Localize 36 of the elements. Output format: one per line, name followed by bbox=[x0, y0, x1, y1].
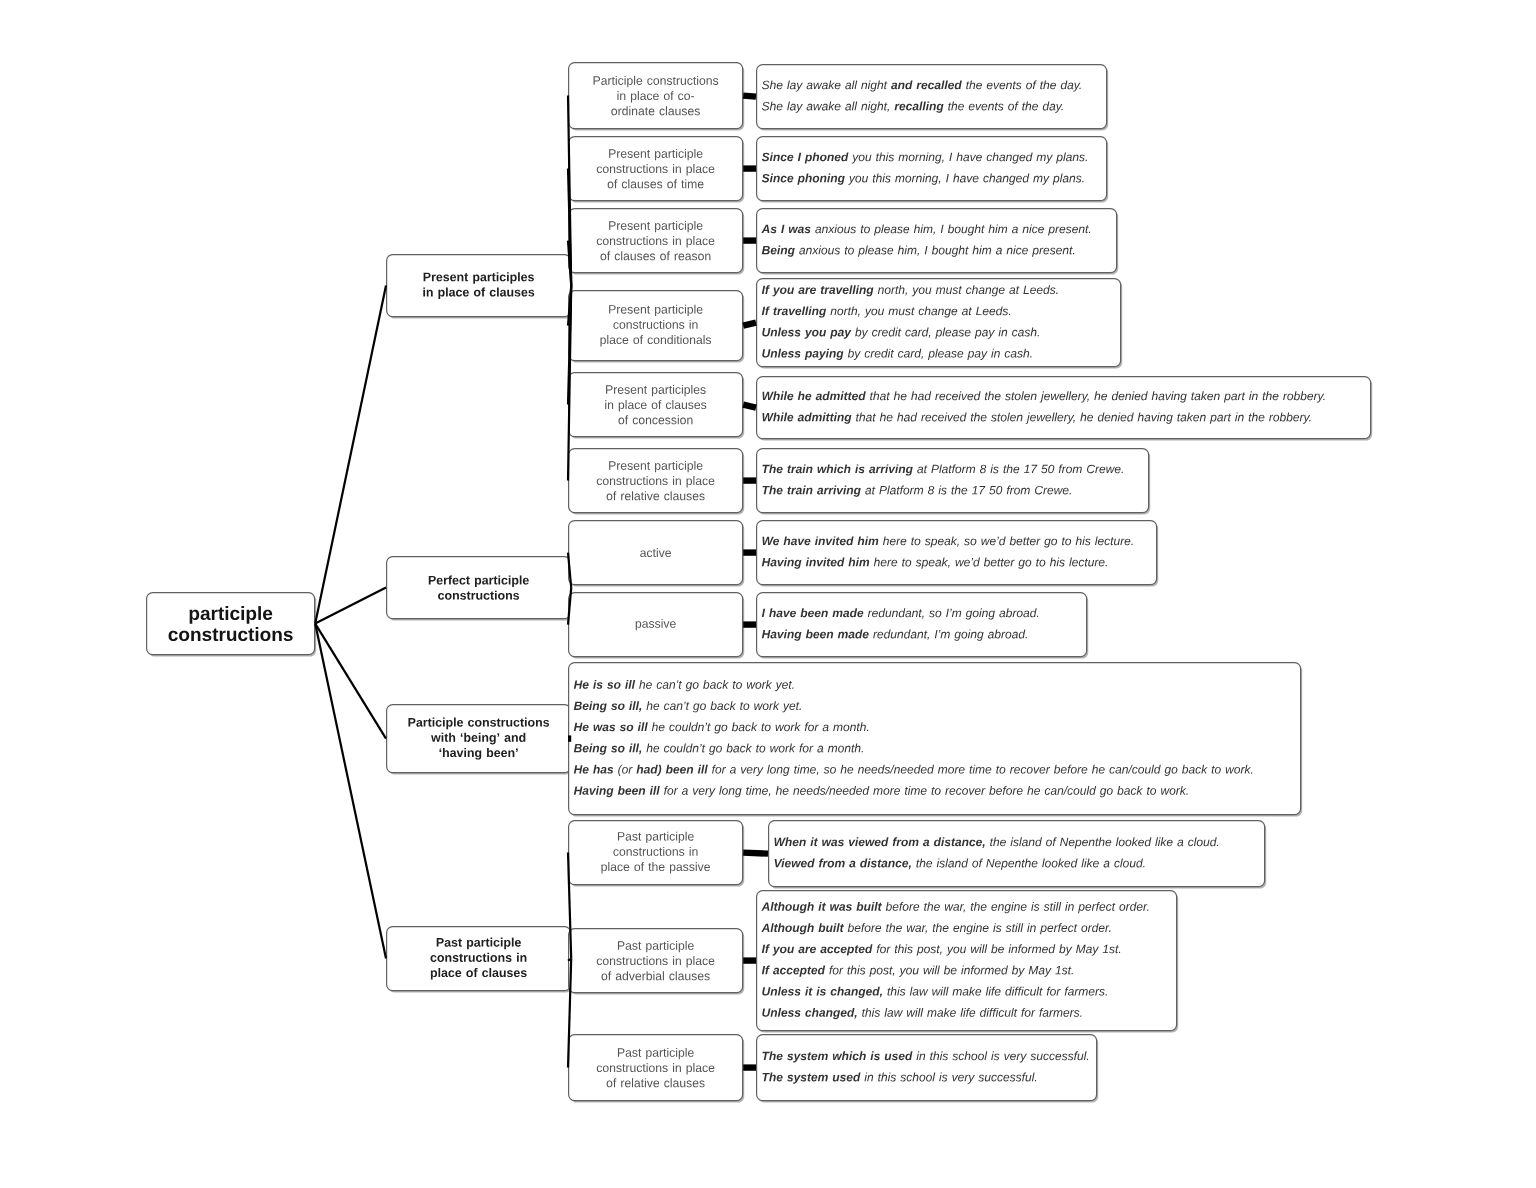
connector-line bbox=[567, 957, 572, 962]
connector-line bbox=[742, 319, 757, 329]
topic-box: participle constructions bbox=[146, 592, 317, 657]
example-box bbox=[768, 820, 1267, 889]
connector-line bbox=[566, 240, 573, 286]
example-box bbox=[756, 1034, 1099, 1103]
example-box bbox=[756, 136, 1109, 203]
connector-line bbox=[743, 237, 756, 244]
connector-line bbox=[743, 549, 756, 556]
connector-line bbox=[314, 285, 388, 624]
example-box bbox=[568, 662, 1303, 817]
connector-line bbox=[743, 621, 756, 628]
connector-line bbox=[566, 958, 573, 1068]
connector-line bbox=[743, 165, 756, 172]
example-box bbox=[756, 592, 1089, 659]
example-box bbox=[756, 376, 1373, 441]
connector-line bbox=[566, 285, 573, 481]
connector-line bbox=[742, 92, 757, 100]
connector-line bbox=[566, 852, 573, 959]
example-box bbox=[756, 448, 1151, 515]
connector-line bbox=[314, 586, 387, 625]
connector-line bbox=[742, 401, 757, 411]
example-box bbox=[756, 520, 1159, 587]
connector-line bbox=[743, 1064, 756, 1071]
connector-line bbox=[743, 957, 756, 964]
connector-line bbox=[743, 477, 756, 484]
connector-line bbox=[743, 849, 769, 857]
connector-line bbox=[568, 735, 572, 742]
example-box bbox=[756, 890, 1179, 1033]
connector-line bbox=[566, 552, 573, 588]
connector-line bbox=[314, 623, 388, 959]
example-box bbox=[756, 208, 1119, 275]
connector-line bbox=[314, 623, 387, 740]
connector-line bbox=[566, 587, 573, 625]
example-box bbox=[756, 278, 1123, 369]
example-box bbox=[756, 64, 1109, 131]
